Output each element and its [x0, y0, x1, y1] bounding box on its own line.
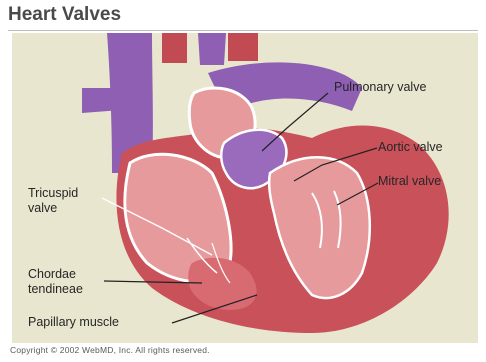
vessel-top-red-left — [162, 33, 187, 63]
label-pulmonary-valve: Pulmonary valve — [334, 80, 426, 94]
heart-illustration: Pulmonary valve Aortic valve Mitral valv… — [12, 33, 478, 343]
copyright-notice: Copyright © 2002 WebMD, Inc. All rights … — [10, 345, 210, 355]
label-tricuspid-line2: valve — [28, 201, 57, 215]
title-divider — [8, 30, 478, 31]
label-tricuspid-line1: Tricuspid — [28, 186, 78, 200]
vessel-top-red-right — [228, 33, 258, 61]
label-mitral-valve: Mitral valve — [378, 174, 441, 188]
label-chordae-line2: tendineae — [28, 282, 83, 296]
label-papillary-muscle: Papillary muscle — [28, 315, 119, 329]
vessel-top-purple — [198, 33, 226, 65]
label-aortic-valve: Aortic valve — [378, 140, 443, 154]
diagram-title: Heart Valves — [8, 4, 121, 26]
label-chordae-line1: Chordae — [28, 267, 76, 281]
